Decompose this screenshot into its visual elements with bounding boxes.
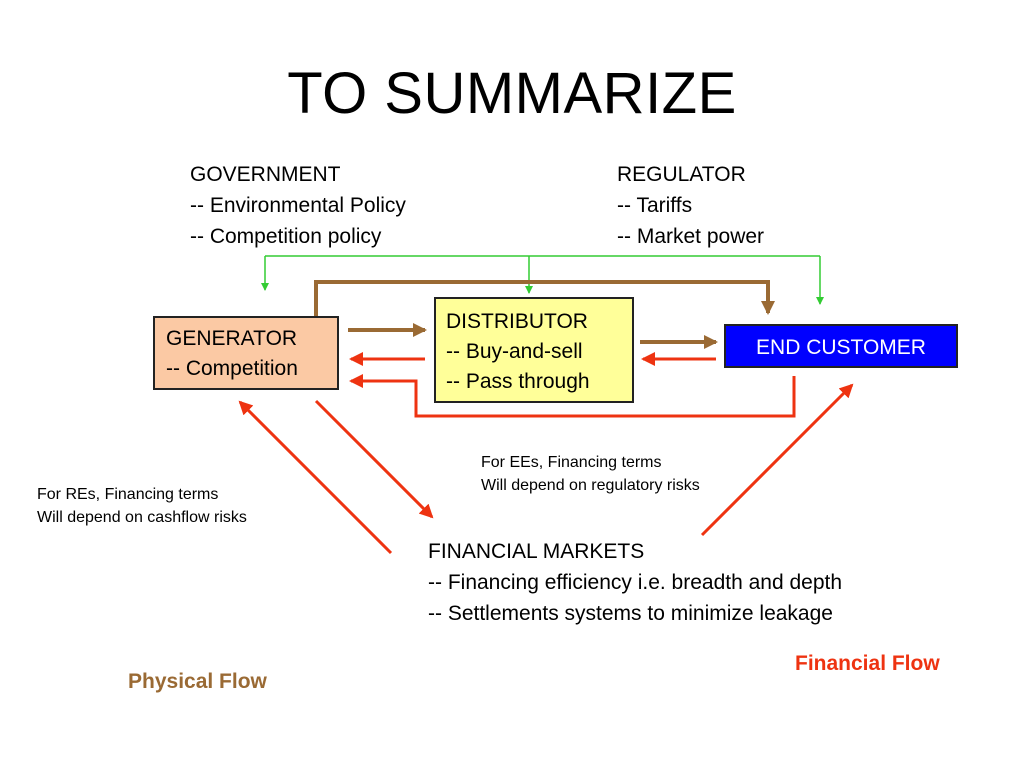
generator-item: -- Competition [166,357,298,380]
regulator-item: -- Market power [617,225,765,248]
end-customer-label: END CUSTOMER [756,336,926,359]
regulator-block: REGULATOR -- Tariffs -- Market power [617,159,764,252]
physical-flow-lines [314,280,775,349]
res-financing-note: For REs, Financing terms Will depend on … [37,483,247,529]
end-customer-box: END CUSTOMER [724,324,958,368]
regulator-heading: REGULATOR [617,163,746,186]
note-line: For REs, Financing terms [37,486,219,503]
physical-bypass-arrow [314,280,775,316]
distributor-heading: DISTRIBUTOR [446,310,588,333]
generator-heading: GENERATOR [166,327,298,350]
generator-box: GENERATOR -- Competition [153,316,339,390]
regulator-item: -- Tariffs [617,194,693,217]
policy-lines [261,255,824,305]
ees-financing-note: For EEs, Financing terms Will depend on … [481,451,700,497]
distributor-item: -- Pass through [446,370,590,393]
financial-arrow-gen-to-markets [314,399,434,519]
distributor-box: DISTRIBUTOR -- Buy-and-sell -- Pass thro… [434,297,634,403]
government-block: GOVERNMENT -- Environmental Policy -- Co… [190,159,406,252]
financial-markets-heading: FINANCIAL MARKETS [428,540,645,563]
slide-title: TO SUMMARIZE [287,61,737,126]
legend-financial-flow: Financial Flow [795,652,940,675]
note-line: For EEs, Financing terms [481,454,662,471]
financial-markets-item: -- Financing efficiency i.e. breadth and… [428,571,843,594]
legend-physical-flow: Physical Flow [128,670,267,693]
financial-arrow-markets-to-customer [700,383,854,537]
financial-markets-block: FINANCIAL MARKETS -- Financing efficienc… [428,536,842,629]
financial-markets-item: -- Settlements systems to minimize leaka… [428,602,833,625]
financial-bypass-arrow [349,374,796,418]
government-heading: GOVERNMENT [190,163,341,186]
financial-flow-lines [238,352,854,555]
government-item: -- Environmental Policy [190,194,406,217]
government-item: -- Competition policy [190,225,382,248]
note-line: Will depend on regulatory risks [481,477,700,494]
financial-arrow-markets-to-gen [238,400,393,555]
note-line: Will depend on cashflow risks [37,509,247,526]
distributor-item: -- Buy-and-sell [446,340,583,363]
